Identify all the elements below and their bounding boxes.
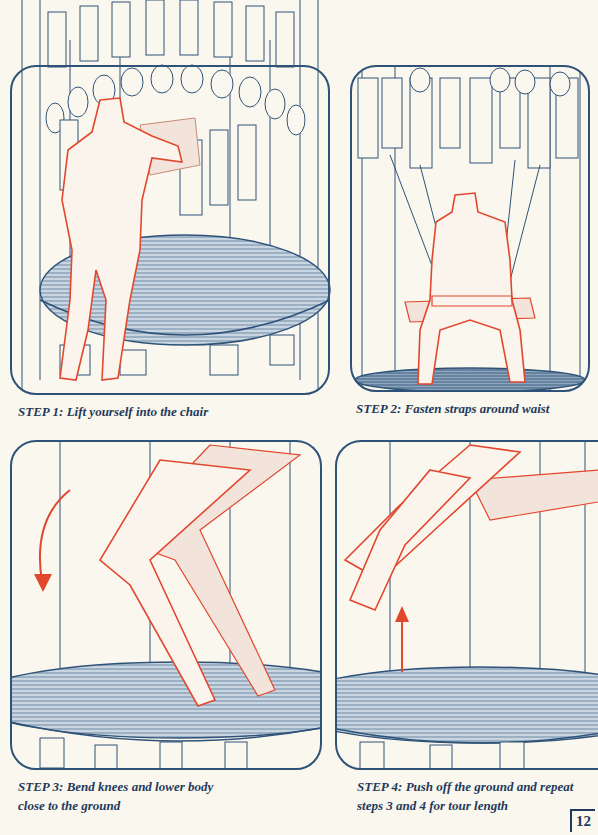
step-panel: STEP 2: Fasten straps around waist bbox=[350, 65, 590, 419]
step-panel: STEP 4: Push off the ground and repeat s… bbox=[335, 440, 598, 816]
person-figure bbox=[60, 98, 182, 380]
panel-frame bbox=[10, 440, 322, 770]
panel-frame bbox=[335, 440, 598, 770]
step-caption: STEP 1: Lift yourself into the chair bbox=[10, 403, 318, 422]
page-number: 12 bbox=[570, 809, 595, 832]
person-seated bbox=[405, 193, 535, 384]
step-caption: STEP 2: Fasten straps around waist bbox=[350, 400, 594, 419]
step-panel: STEP 1: Lift yourself into the chair bbox=[10, 65, 330, 422]
panel-frame bbox=[10, 65, 330, 395]
step-caption: STEP 4: Push off the ground and repeat s… bbox=[335, 778, 589, 816]
rig-panel-3 bbox=[10, 440, 322, 770]
panel-frame bbox=[350, 65, 590, 392]
rig-panel-4 bbox=[335, 440, 598, 770]
rig-panel-2 bbox=[355, 65, 585, 392]
step-caption: STEP 3: Bend knees and lower body close … bbox=[10, 778, 230, 816]
step-panel: STEP 3: Bend knees and lower body close … bbox=[10, 440, 322, 816]
rig-panel-1 bbox=[22, 0, 330, 390]
